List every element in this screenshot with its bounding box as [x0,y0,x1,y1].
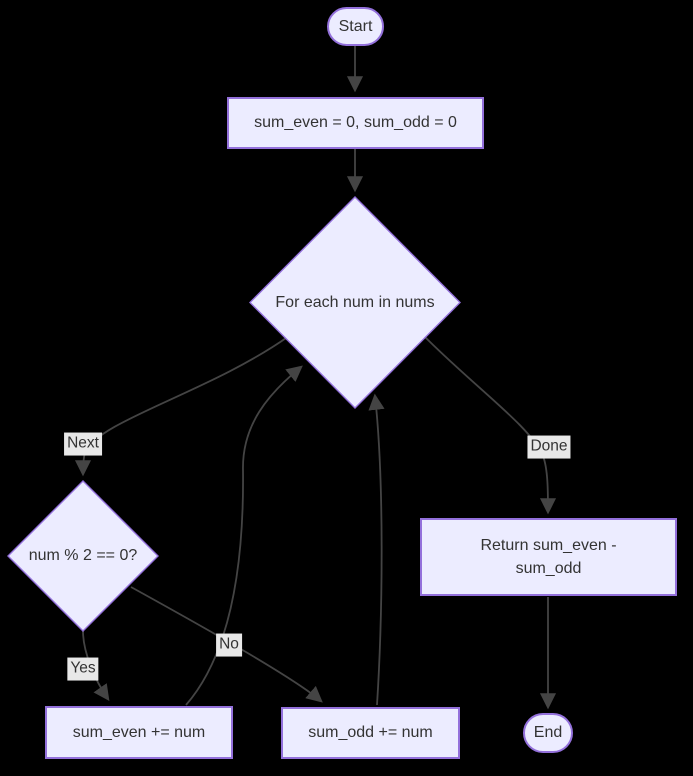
edge-label-no: No [216,633,242,657]
edge-loop-to-return-done [424,336,557,515]
node-start-label: Start [338,17,373,35]
node-mod-check-label: num % 2 == 0? [28,547,138,564]
node-init: sum_even = 0, sum_odd = 0 [227,97,484,149]
edge-addodd-to-loop [368,393,385,706]
node-loop-decision-label: For each num in nums [275,293,435,311]
node-return-label-line1: Return sum_even - [480,536,617,554]
node-return-label-line2: sum_odd [515,560,582,577]
node-return: Return sum_even - sum_odd [420,518,677,596]
node-start: Start [327,7,384,46]
edge-label-done: Done [527,435,571,459]
node-add-even: sum_even += num [45,706,233,759]
node-add-odd: sum_odd += num [281,707,460,759]
node-add-odd-label: sum_odd += num [308,724,433,742]
loop-decision-shape [249,196,461,409]
mod-check-shape [7,480,159,632]
node-add-even-label: sum_even += num [72,723,206,741]
node-init-label: sum_even = 0, sum_odd = 0 [254,114,457,132]
edge-label-next: Next [64,432,102,456]
edge-loop-to-check-next [74,335,290,477]
node-end: End [523,713,573,753]
edge-addeven-to-loop [185,365,303,706]
edge-label-yes: Yes [67,657,99,681]
node-end-label: End [533,724,563,742]
